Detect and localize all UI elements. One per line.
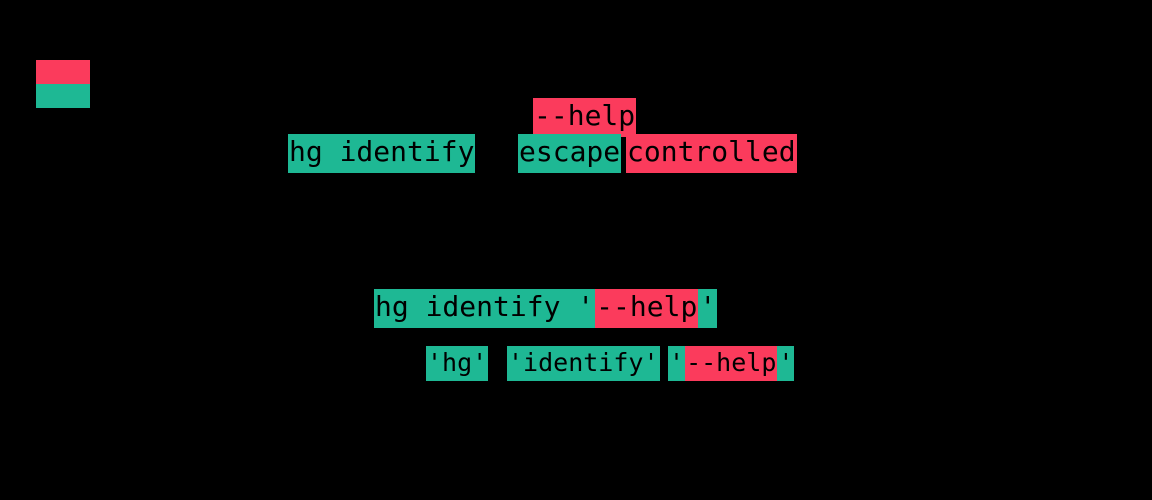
token-chip: ' [698,289,718,328]
legend-swatch-pink [36,60,90,84]
token-chip: hg identify ' [374,289,596,328]
token-run-command-line: hg identify '--help' [374,289,718,328]
token-run-argv-help: '--help' [668,346,795,381]
token-run-help-flag: --help [533,98,637,137]
token-chip: --help [595,289,699,328]
color-legend [36,60,90,108]
token-run-hg-identify: hg identify [288,134,476,173]
token-run-escape: escape [518,134,622,173]
token-chip: ' [777,346,795,381]
token-chip: escape [518,134,622,173]
token-run-controlled: controlled [626,134,797,173]
token-chip: ' [668,346,686,381]
token-run-argv-hg: 'hg' [426,346,489,381]
token-chip: hg identify [288,134,476,173]
token-run-argv-identify: 'identify' [507,346,660,381]
token-chip: controlled [626,134,797,173]
token-chip: 'identify' [507,346,660,381]
token-chip: --help [533,98,637,137]
token-chip: 'hg' [426,346,489,381]
legend-swatch-teal [36,84,90,108]
token-chip: --help [685,346,778,381]
